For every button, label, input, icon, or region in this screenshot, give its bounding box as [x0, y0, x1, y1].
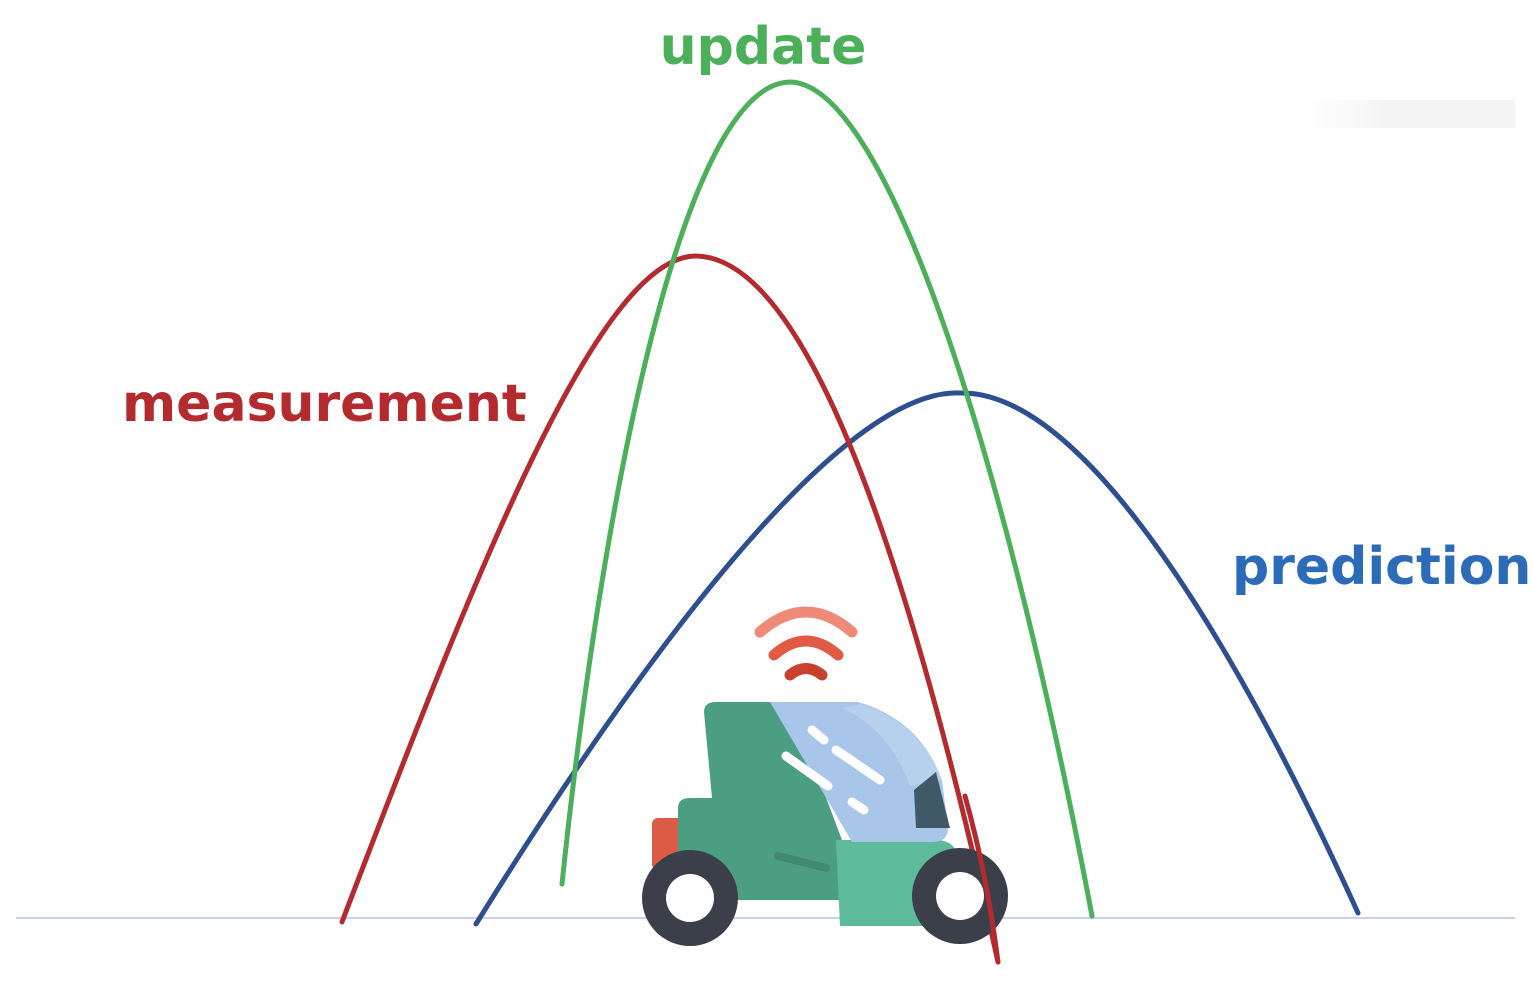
prediction-label: prediction [1232, 537, 1531, 597]
update-curve [559, 79, 1095, 919]
prediction-curve [473, 390, 1361, 927]
wifi-signal-icon [754, 606, 858, 681]
measurement-curve [339, 253, 1001, 965]
measurement-label: measurement [122, 374, 527, 434]
background-smudge [1300, 100, 1515, 128]
autonomous-car-icon [642, 702, 1008, 946]
update-label: update [660, 17, 867, 77]
measurement-curve-overlap [962, 793, 1001, 965]
